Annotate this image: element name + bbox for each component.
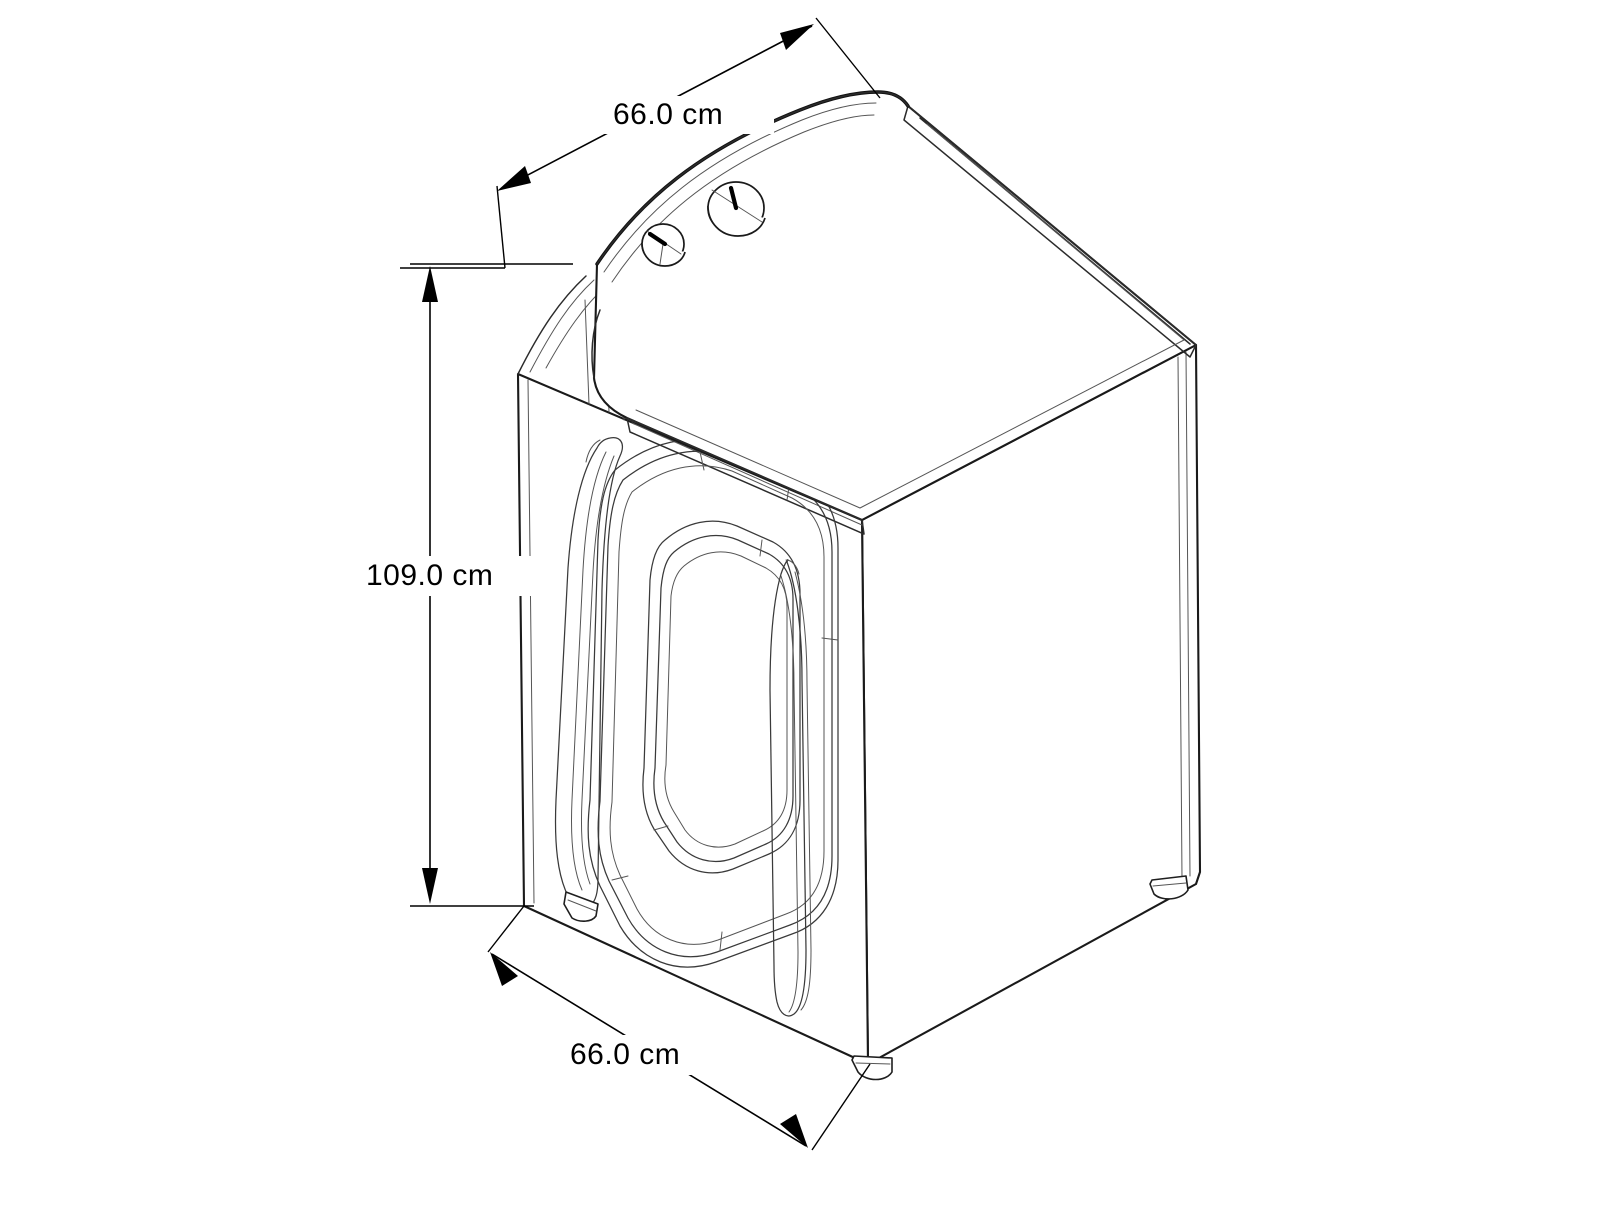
foot-front-right-seam xyxy=(855,1062,891,1065)
width-arrow-right xyxy=(780,24,814,50)
lid-seam-diagonal-2 xyxy=(926,123,1185,341)
height-arrow-bottom xyxy=(422,868,438,904)
control-deck-top-edge xyxy=(596,91,909,265)
foot-front-right xyxy=(851,1055,893,1081)
handle-rib-right-cap xyxy=(785,559,800,575)
lid-inner-offset xyxy=(635,339,1185,509)
front-window-outer-2 xyxy=(653,534,794,863)
recess-tick-3 xyxy=(821,637,839,641)
knob-large-pointer xyxy=(728,185,739,211)
washing-machine-body xyxy=(516,90,1202,1081)
lid-edge-inner xyxy=(603,102,877,273)
front-window-outer xyxy=(642,520,801,874)
handle-rib-left[interactable] xyxy=(554,437,623,910)
width-ext-right xyxy=(815,17,881,99)
window-tick-1 xyxy=(759,539,763,557)
handle-rib-right-inner-2 xyxy=(780,575,799,1013)
control-knobs xyxy=(641,181,766,267)
width-arrow-left xyxy=(497,166,531,191)
dimension-width: 66.0 cm xyxy=(400,17,881,269)
handle-rib-left-cap xyxy=(585,439,601,463)
knob-small-depth xyxy=(641,242,686,267)
width-label-bg xyxy=(604,96,774,134)
depth-arrow-right xyxy=(780,1114,808,1148)
handle-rib-right-body[interactable] xyxy=(769,559,807,1017)
depth-dimension-label: 66.0 cm xyxy=(570,1038,680,1071)
lid-front-lip xyxy=(626,417,865,535)
front-window-inner xyxy=(664,551,788,848)
knob-small-tick xyxy=(659,243,664,265)
front-left-corner-seam xyxy=(527,379,535,904)
handle-rib-left-inner-2 xyxy=(580,455,615,885)
width-dimension-label: 66.0 cm xyxy=(613,98,723,131)
recess-tick-4 xyxy=(719,931,723,951)
width-ext-left xyxy=(496,185,506,269)
lid-nose-curve xyxy=(591,309,601,379)
side-panel-seam-2 xyxy=(1177,356,1183,880)
front-recess-outer-3 xyxy=(609,465,825,945)
control-knob-large[interactable] xyxy=(707,181,766,237)
foot-front-left xyxy=(563,891,599,922)
dimension-height: 109.0 cm xyxy=(358,263,573,907)
handle-rib-left-body[interactable] xyxy=(554,437,623,910)
window-tick-2 xyxy=(653,825,669,831)
shoulder-rib-1 xyxy=(584,299,590,405)
dimension-depth: 66.0 cm xyxy=(487,905,871,1151)
side-panel-seam xyxy=(1185,351,1191,877)
handle-rib-right[interactable] xyxy=(769,559,812,1017)
lid-rear-band xyxy=(903,105,1197,358)
depth-ext-left xyxy=(487,905,525,953)
depth-label-bg xyxy=(562,1035,732,1075)
handle-rib-right-inner xyxy=(794,571,812,1011)
front-shoulder-curve-inner xyxy=(529,279,595,373)
front-shoulder-curve xyxy=(517,275,587,375)
knob-small-pointer xyxy=(647,231,668,247)
recess-tick-1 xyxy=(699,451,705,471)
foot-front-left-seam xyxy=(567,899,597,912)
foot-rear-right-seam xyxy=(1152,882,1187,887)
depth-arrow-left xyxy=(490,952,518,986)
control-knob-small[interactable] xyxy=(641,223,686,267)
handle-rib-left-inner xyxy=(571,451,607,891)
lid-lip-seam xyxy=(631,422,863,526)
depth-ext-right xyxy=(811,1063,871,1151)
recess-tick-5 xyxy=(611,875,629,881)
height-arrow-top xyxy=(422,266,438,302)
front-panel-details xyxy=(554,437,839,1017)
height-label-bg xyxy=(358,556,548,596)
knob-large-depth xyxy=(707,205,766,237)
foot-rear-right xyxy=(1149,875,1189,900)
leveling-feet xyxy=(563,875,1189,1081)
height-dimension-label: 109.0 cm xyxy=(366,559,493,592)
